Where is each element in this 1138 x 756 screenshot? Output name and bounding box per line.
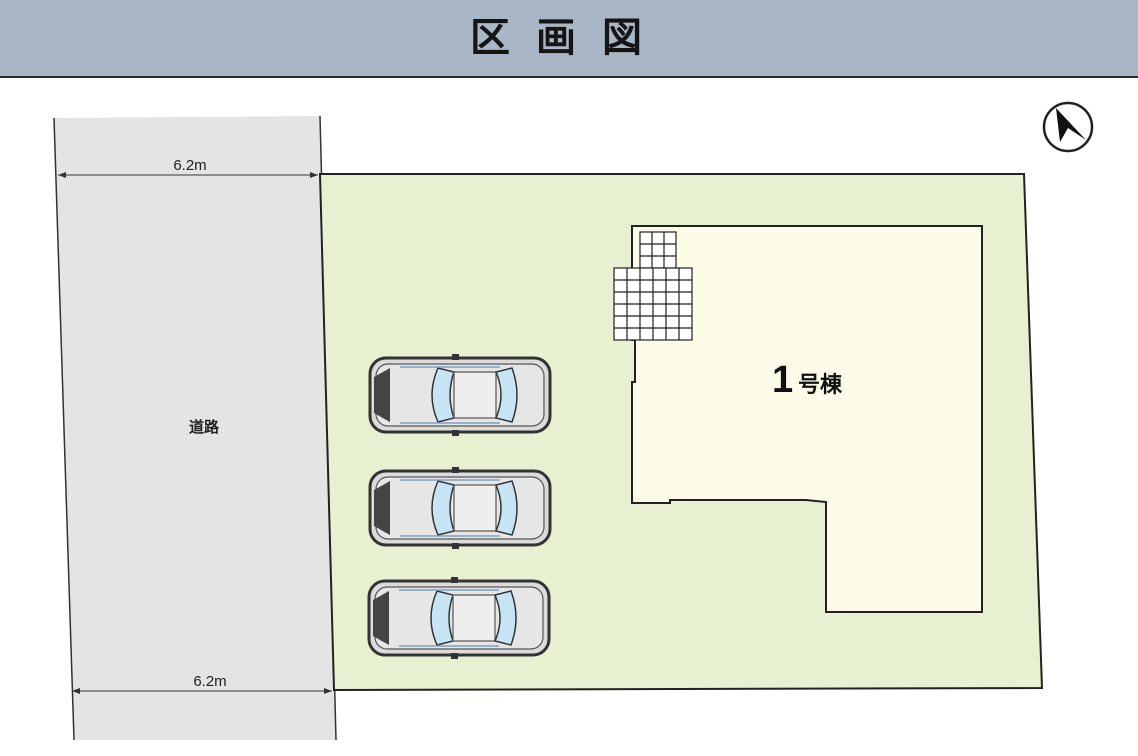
building-suffix: 号棟 [798, 372, 843, 398]
parking-car-2 [368, 465, 552, 551]
building-number: 1 [772, 359, 793, 401]
north-arrow-icon [1042, 101, 1094, 153]
site-plan: 6.2m 6.2m 道路 1 号棟 [53, 101, 1094, 741]
parking-car-3 [367, 575, 551, 661]
road-width-top-dimension [58, 172, 318, 178]
parking-car-1 [368, 352, 552, 438]
entrance-tile-grid [613, 231, 693, 341]
road-label: 道路 [189, 418, 220, 436]
building-footprint [631, 225, 983, 613]
road-width-top-label: 6.2m [173, 157, 206, 174]
road-width-bottom-dimension [72, 688, 332, 694]
header-bar: 区画図 [0, 0, 1138, 78]
road-width-bottom-label: 6.2m [193, 673, 226, 690]
page-title: 区画図 [470, 14, 668, 61]
